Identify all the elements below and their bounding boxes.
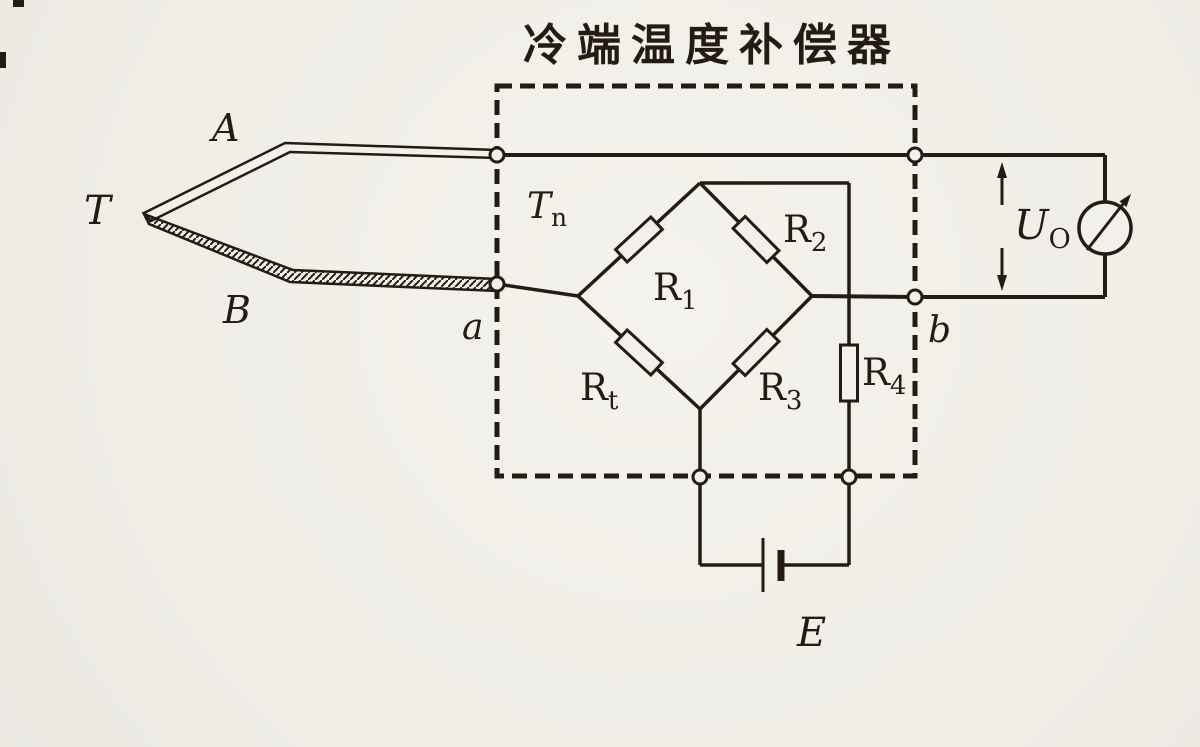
resistor-r4-body	[839, 343, 859, 403]
meter-needle	[1085, 203, 1125, 251]
wheatstone-bridge	[576, 181, 814, 411]
terminal-bridge-bottom	[691, 468, 709, 486]
terminal-node-a	[488, 275, 506, 293]
battery-symbol	[761, 538, 785, 592]
label-battery-e: E	[796, 610, 826, 656]
label-r1: R1	[653, 266, 697, 316]
uo-dimension-arrow	[997, 162, 1007, 291]
terminal-node-b	[906, 288, 924, 306]
terminal-r4-bottom	[840, 468, 858, 486]
label-uo: UO	[1014, 201, 1071, 255]
resistor-r3-body	[730, 327, 782, 378]
uo-arrowhead-up	[997, 162, 1007, 178]
thermocouple	[141, 141, 499, 293]
label-node-b: b	[928, 310, 951, 351]
label-tn: Tn	[527, 186, 567, 232]
terminal-top-right	[906, 146, 924, 164]
resistor-rt-body	[613, 327, 665, 378]
terminals	[488, 146, 924, 486]
label-wire-b: B	[222, 288, 251, 332]
label-r3: R3	[758, 366, 802, 416]
label-wire-a: A	[209, 106, 239, 150]
voltmeter	[1077, 194, 1133, 256]
scan-artifact	[0, 52, 6, 68]
thermocouple-wire-b-band	[141, 211, 499, 293]
uo-arrowhead-down	[997, 275, 1007, 291]
thermocouple-wire-a-band	[141, 141, 499, 223]
compensator-dashed-box	[494, 83, 918, 479]
label-r2: R2	[783, 208, 827, 258]
meter-needle-arrowhead	[1119, 194, 1131, 207]
resistor-r1-body	[613, 214, 665, 265]
label-thermo-t: T	[84, 188, 114, 234]
label-node-a: a	[462, 307, 483, 348]
label-rt: Rt	[580, 366, 619, 416]
supply-branch	[698, 181, 859, 592]
bottom-bus-wire	[811, 294, 1105, 299]
node-a-to-bridge-wire	[496, 282, 579, 298]
terminal-top-left	[488, 146, 506, 164]
label-r4: R4	[862, 351, 906, 401]
scan-artifact	[13, 0, 24, 7]
diagram-title: 冷端温度补偿器	[523, 20, 901, 71]
resistor-r2-body	[730, 214, 782, 265]
